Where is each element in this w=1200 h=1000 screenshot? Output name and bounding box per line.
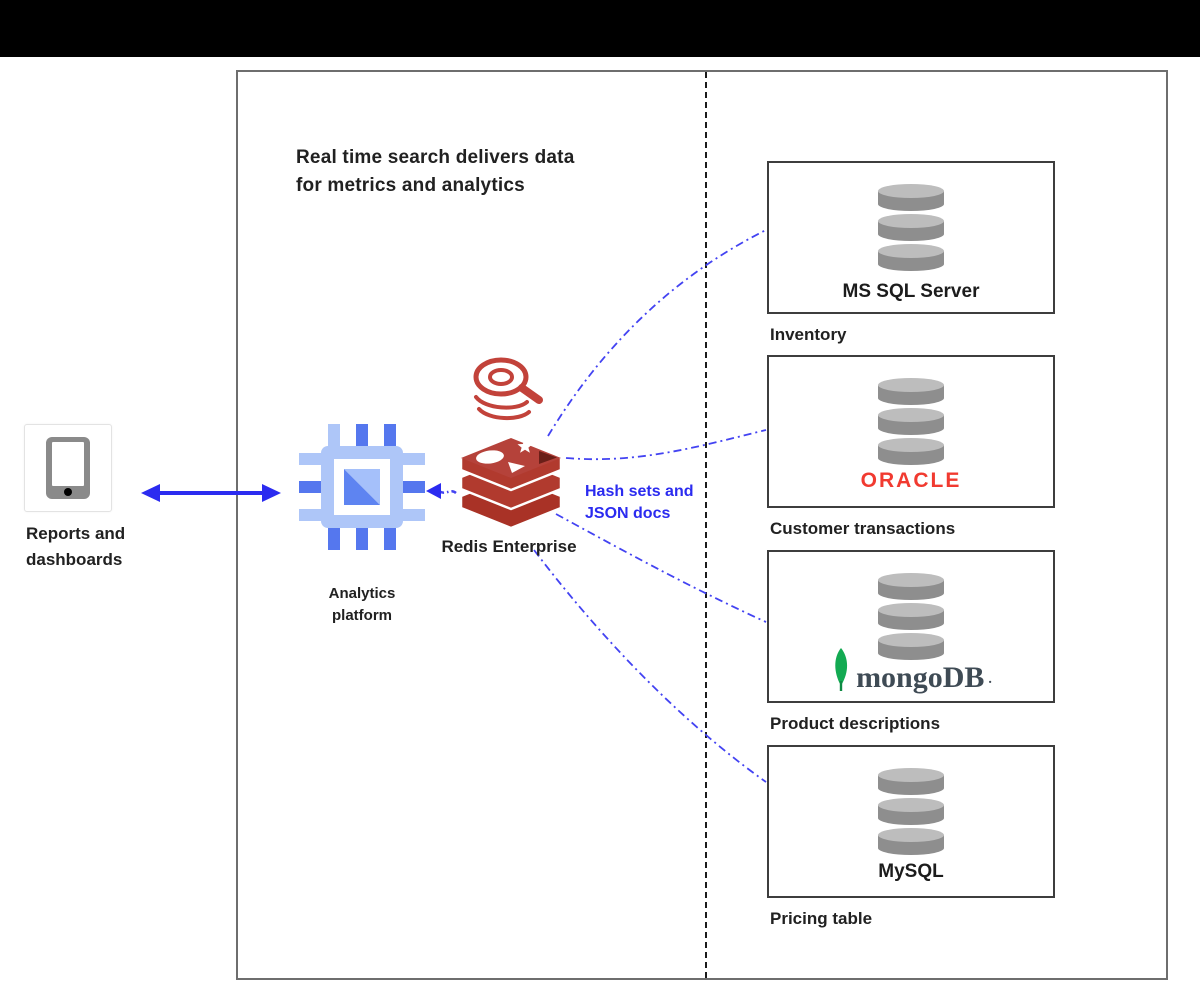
- mongodb-logo-text: mongoDB: [856, 661, 985, 694]
- db-caption-inventory: Inventory: [770, 325, 847, 344]
- partition-dashed-line: [705, 72, 707, 978]
- redis-annotation-line-2: JSON docs: [585, 505, 671, 522]
- db-caption-product-descriptions: Product descriptions: [770, 714, 941, 733]
- tablet-home-button: [64, 488, 72, 496]
- db-box-mysql: MySQL: [767, 745, 1055, 898]
- mssql-logo-text: MS SQL Server: [842, 281, 980, 302]
- database-cylinder-icon: [878, 378, 944, 465]
- redis-annotation-line-1: Hash sets and: [585, 483, 694, 500]
- redis-annotation: Hash sets and JSON docs: [585, 481, 693, 525]
- database-cylinder-icon: [878, 184, 944, 271]
- db-box-mssql: MS SQL Server: [767, 161, 1055, 314]
- db-box-mongodb: mongoDB.: [767, 550, 1055, 703]
- redis-label: Redis Enterprise: [441, 537, 577, 556]
- analytics-label: Analytics platform: [300, 583, 424, 627]
- analytics-label-line-1: Analytics: [328, 585, 396, 602]
- reports-label-line-2: dashboards: [26, 550, 123, 569]
- note-line-1: Real time search delivers data: [296, 147, 575, 168]
- mongodb-leaf-icon: [835, 648, 848, 691]
- db-caption-customer-transactions: Customer transactions: [770, 519, 956, 538]
- mongodb-logo-suffix: .: [988, 672, 992, 687]
- note-text: Real time search delivers data for metri…: [296, 144, 574, 200]
- database-cylinder-icon: [878, 573, 944, 660]
- db-caption-pricing-table: Pricing table: [770, 909, 873, 928]
- top-bar: [0, 0, 1200, 57]
- db-box-oracle: ORACLE: [767, 355, 1055, 508]
- note-line-2: for metrics and analytics: [296, 175, 525, 196]
- tablet-icon: [46, 437, 90, 499]
- oracle-logo-text: ORACLE: [860, 469, 962, 492]
- reports-label: Reports and dashboards: [26, 521, 125, 573]
- mysql-logo-text: MySQL: [878, 861, 944, 882]
- device-card: [24, 424, 112, 512]
- database-cylinder-icon: [878, 768, 944, 855]
- redis-cube-icon: [459, 438, 563, 530]
- reports-label-line-1: Reports and: [26, 524, 126, 543]
- cpu-chip-icon: [299, 424, 425, 550]
- analytics-label-line-2: platform: [332, 607, 392, 624]
- redisearch-magnifier-icon: [473, 357, 543, 420]
- tablet-screen: [52, 442, 84, 486]
